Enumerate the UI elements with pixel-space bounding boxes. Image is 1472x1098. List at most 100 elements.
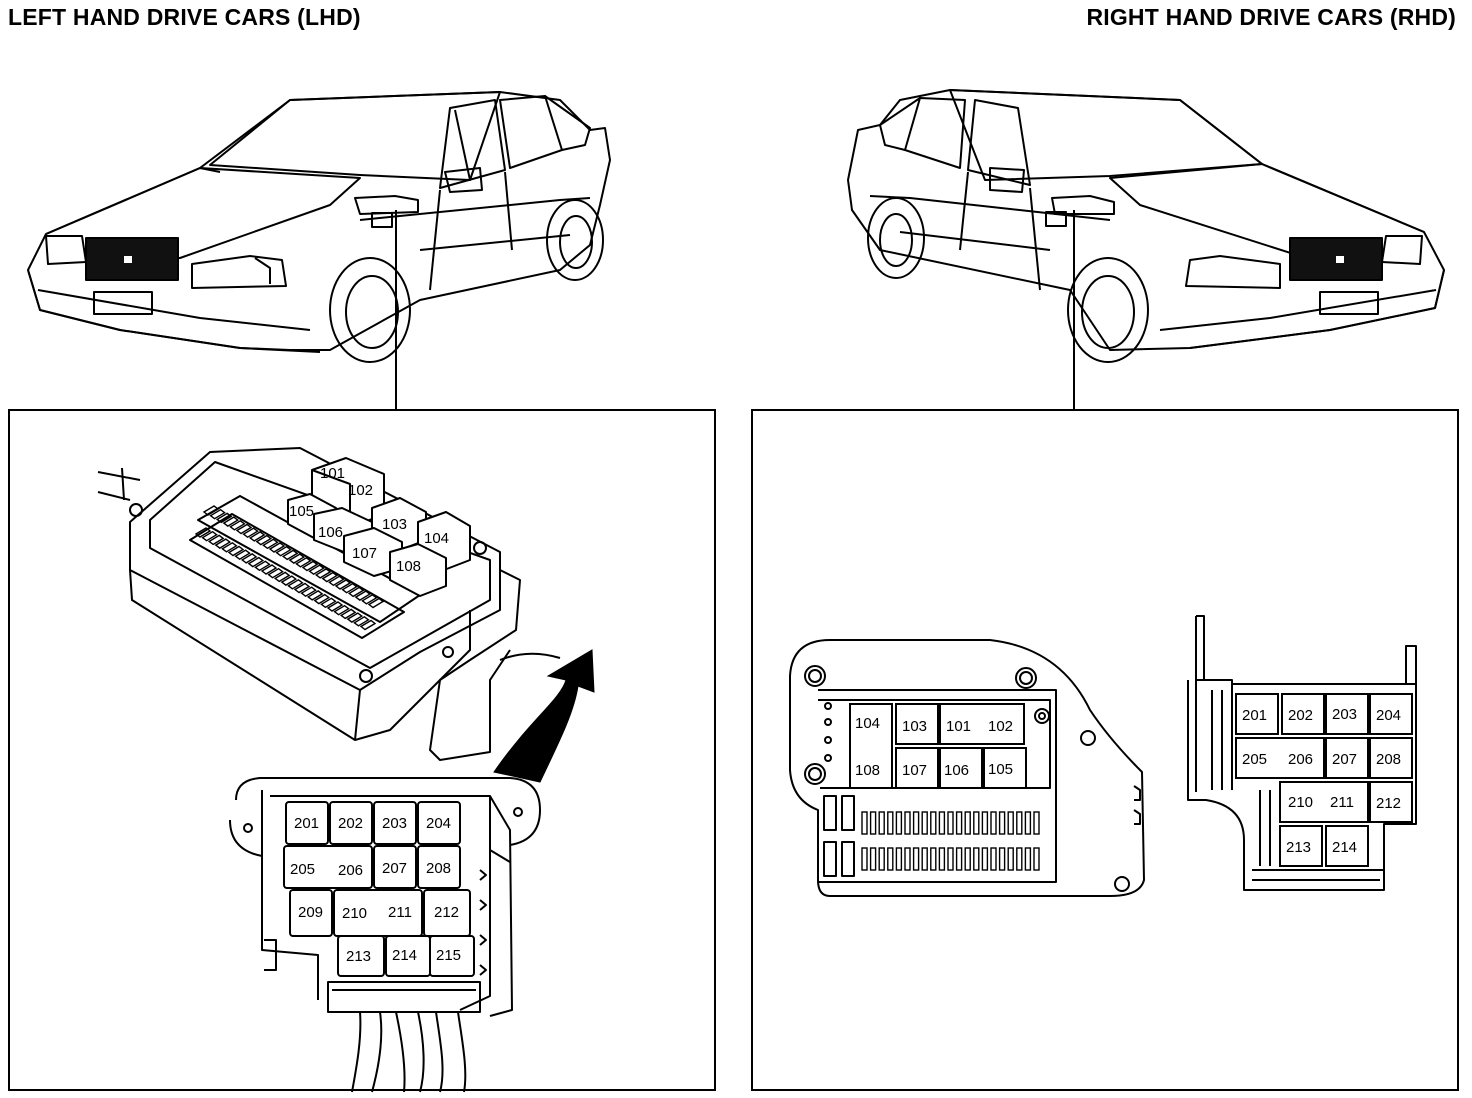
fuse-slot	[861, 811, 868, 835]
fuse-slot	[930, 847, 937, 871]
fuse-slot	[895, 811, 903, 835]
fuse-slot	[268, 542, 286, 553]
relay-203	[1325, 693, 1369, 735]
lhd-relays-100	[287, 457, 471, 597]
fuse-slot	[306, 590, 324, 601]
fuse-slot	[288, 553, 306, 564]
relay-label: 214	[392, 947, 417, 964]
relay-label: 104	[855, 715, 880, 732]
relay-212	[1369, 781, 1413, 823]
relay-label: 101	[946, 718, 971, 735]
curved-arrow	[493, 649, 595, 783]
fuse-slot	[990, 847, 997, 871]
fuse-slot	[1033, 811, 1040, 835]
relay-213	[1279, 825, 1323, 867]
fuse-slot	[328, 575, 345, 587]
fuse-slot	[326, 601, 344, 612]
fuse-slot	[308, 564, 325, 576]
fuse-slot	[339, 608, 357, 620]
fuse-slot	[955, 847, 963, 871]
fuse-slot	[346, 612, 364, 623]
fuse-slot	[869, 847, 877, 871]
relay-label: 212	[434, 904, 459, 921]
fuse-slot	[361, 593, 378, 605]
fuse-slot	[973, 811, 980, 835]
relay-label: 213	[1286, 839, 1311, 856]
fuse-slot	[878, 811, 885, 835]
relay-label: 205	[1242, 751, 1267, 768]
fuse-slot	[912, 847, 920, 871]
relay-label: 205	[290, 861, 315, 878]
fuse-slot	[861, 847, 868, 871]
fuse-slot	[267, 567, 284, 579]
fuse-slot	[229, 519, 246, 531]
relay-label: 215	[436, 947, 461, 964]
fuse-slot	[912, 811, 920, 835]
relay-label: 203	[1332, 706, 1357, 723]
rhd-relays-100	[849, 703, 1027, 789]
relay-201	[285, 801, 329, 845]
relay-label: 107	[352, 545, 377, 562]
rhd-car-illustration	[847, 89, 1445, 363]
fuse-slot	[300, 586, 317, 598]
fuse-slot	[293, 582, 311, 594]
lhd-relay-box-200	[229, 777, 541, 1093]
relay-label: 206	[1288, 751, 1313, 768]
fuse-slot	[333, 604, 350, 616]
relay-label: 210	[342, 905, 367, 922]
fuse-slot	[998, 847, 1006, 871]
fuse-slot	[221, 541, 238, 553]
fuse-slot	[1033, 847, 1040, 871]
fuse-slot	[301, 560, 319, 572]
relay-101-102	[939, 703, 1025, 745]
relay-label: 208	[1376, 751, 1401, 768]
relay-204	[417, 801, 461, 845]
fuse-slot	[921, 847, 928, 871]
fuse-slot	[295, 556, 312, 568]
fuse-slot	[334, 579, 352, 590]
fuse-slot	[887, 811, 894, 835]
relay-label: 207	[382, 860, 407, 877]
fuse-slot	[262, 538, 279, 550]
fuse-slot	[895, 847, 903, 871]
relay-label: 201	[294, 815, 319, 832]
relay-label: 206	[338, 862, 363, 879]
relay-201	[1235, 693, 1279, 735]
fuse-slot	[275, 545, 292, 557]
fuse-slot	[287, 578, 304, 590]
relay-label: 103	[382, 516, 407, 533]
relay-label: 102	[988, 718, 1013, 735]
fuse-slot	[981, 811, 989, 835]
fuse-slot	[202, 505, 220, 516]
relay-label: 107	[902, 762, 927, 779]
relay-label: 204	[1376, 707, 1401, 724]
relay-label: 209	[298, 904, 323, 921]
fuse-slot	[938, 847, 946, 871]
fuse-slot	[964, 811, 971, 835]
relay-label: 105	[289, 503, 314, 520]
relay-207	[1325, 737, 1369, 779]
relay-label: 211	[1330, 794, 1354, 811]
relay-104-108	[849, 703, 893, 789]
relay-label: 203	[382, 815, 407, 832]
relay-209	[289, 889, 333, 937]
fuse-slot	[235, 523, 253, 535]
relay-label: 201	[1242, 707, 1267, 724]
relay-label: 211	[388, 904, 412, 921]
relay-label: 208	[426, 860, 451, 877]
fuse-slot	[281, 549, 299, 561]
fuse-slot	[280, 575, 298, 586]
fuse-slot	[215, 512, 233, 524]
fuse-slot	[1024, 847, 1032, 871]
fuse-slot	[209, 508, 226, 520]
rhd-fuse-slots	[861, 811, 1040, 871]
lhd-relay-labels-200: 201 202 203 204 205 206 207 208 209 210 …	[290, 815, 461, 965]
fuse-slot	[227, 545, 245, 557]
fuse-slot	[878, 847, 885, 871]
relay-label: 213	[346, 948, 371, 965]
relay-202	[1281, 693, 1325, 735]
fuse-slot	[955, 811, 963, 835]
fuse-slot	[921, 811, 928, 835]
relay-213	[337, 935, 385, 977]
